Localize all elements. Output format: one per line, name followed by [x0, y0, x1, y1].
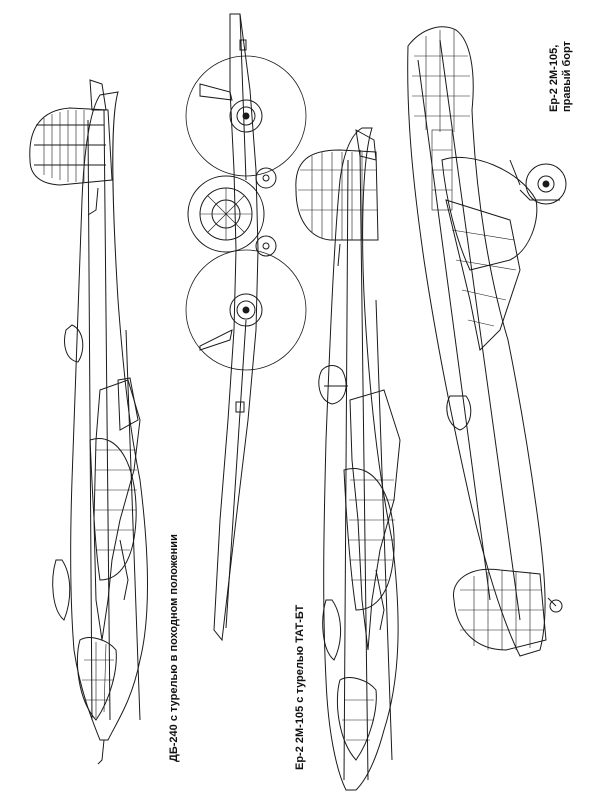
caption-er2-right-line2: правый борт — [561, 41, 573, 112]
caption-db240: ДБ-240 с турелью в походном положении — [168, 534, 180, 762]
caption-er2-tat: Ер-2 2М-105 с турелью ТАТ-БТ — [294, 604, 306, 770]
front-view — [185, 13, 307, 642]
caption-er2-right-2: правый борт — [561, 41, 574, 112]
er2-right-side-profile — [407, 26, 567, 657]
caption-er2-right: Ер-2 2М-105, — [548, 45, 561, 112]
caption-er2-right-line1: Ер-2 2М-105, — [548, 44, 560, 112]
er2-tat-side-profile — [295, 127, 401, 791]
db240-side-profile — [29, 79, 148, 765]
